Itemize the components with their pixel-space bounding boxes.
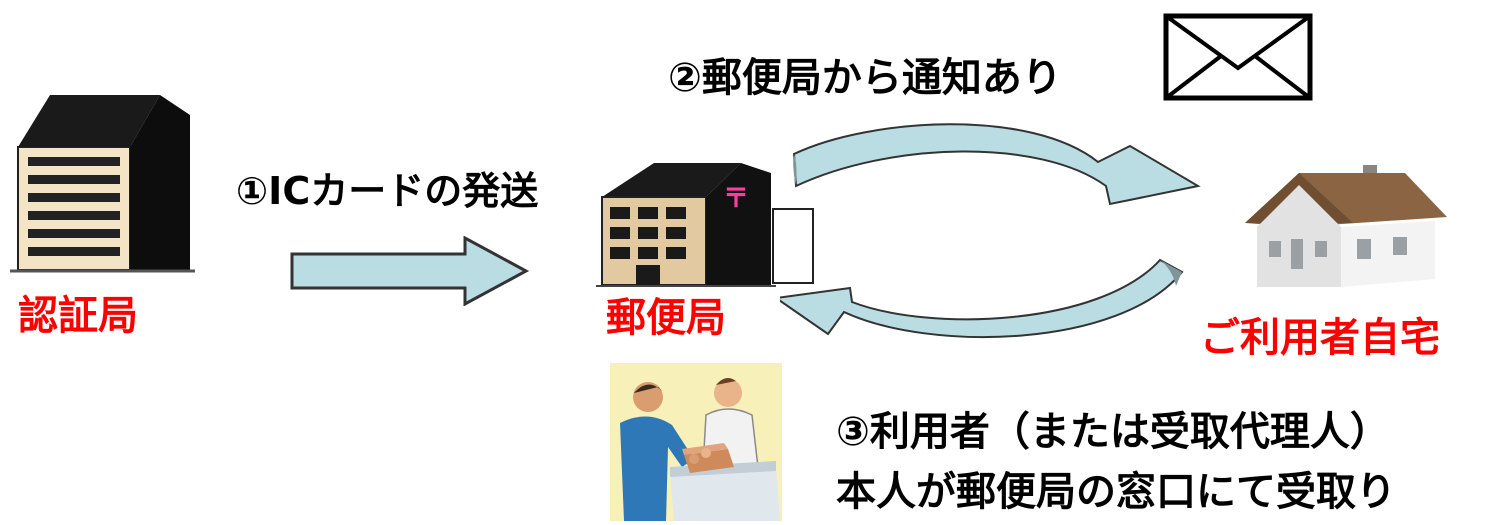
step3-text: ③利用者（または受取代理人） 本人が郵便局の窓口にて受取り [836, 402, 1396, 522]
right-arrow-icon [290, 236, 530, 306]
mailbox-sign [772, 208, 814, 284]
envelope-icon [1163, 13, 1313, 101]
office-building-icon [10, 95, 195, 275]
house-icon [1235, 155, 1455, 295]
post-counter-clerk-icon [610, 363, 790, 523]
post-mark-icon: 〒 [723, 184, 749, 214]
step1-label: ①ICカードの発送 [236, 169, 539, 213]
authority-label: 認証局 [18, 293, 138, 339]
step2-label: ②郵便局から通知あり [668, 55, 1062, 101]
step3-line2: 本人が郵便局の窓口にて受取り [836, 469, 1396, 515]
user-home-label: ご利用者自宅 [1200, 315, 1440, 361]
curved-arrows-icon [780, 112, 1220, 352]
post-office-label: 郵便局 [606, 295, 726, 341]
step3-line1: ③利用者（または受取代理人） [836, 409, 1390, 455]
post-office-building-icon: 〒 [596, 155, 776, 290]
